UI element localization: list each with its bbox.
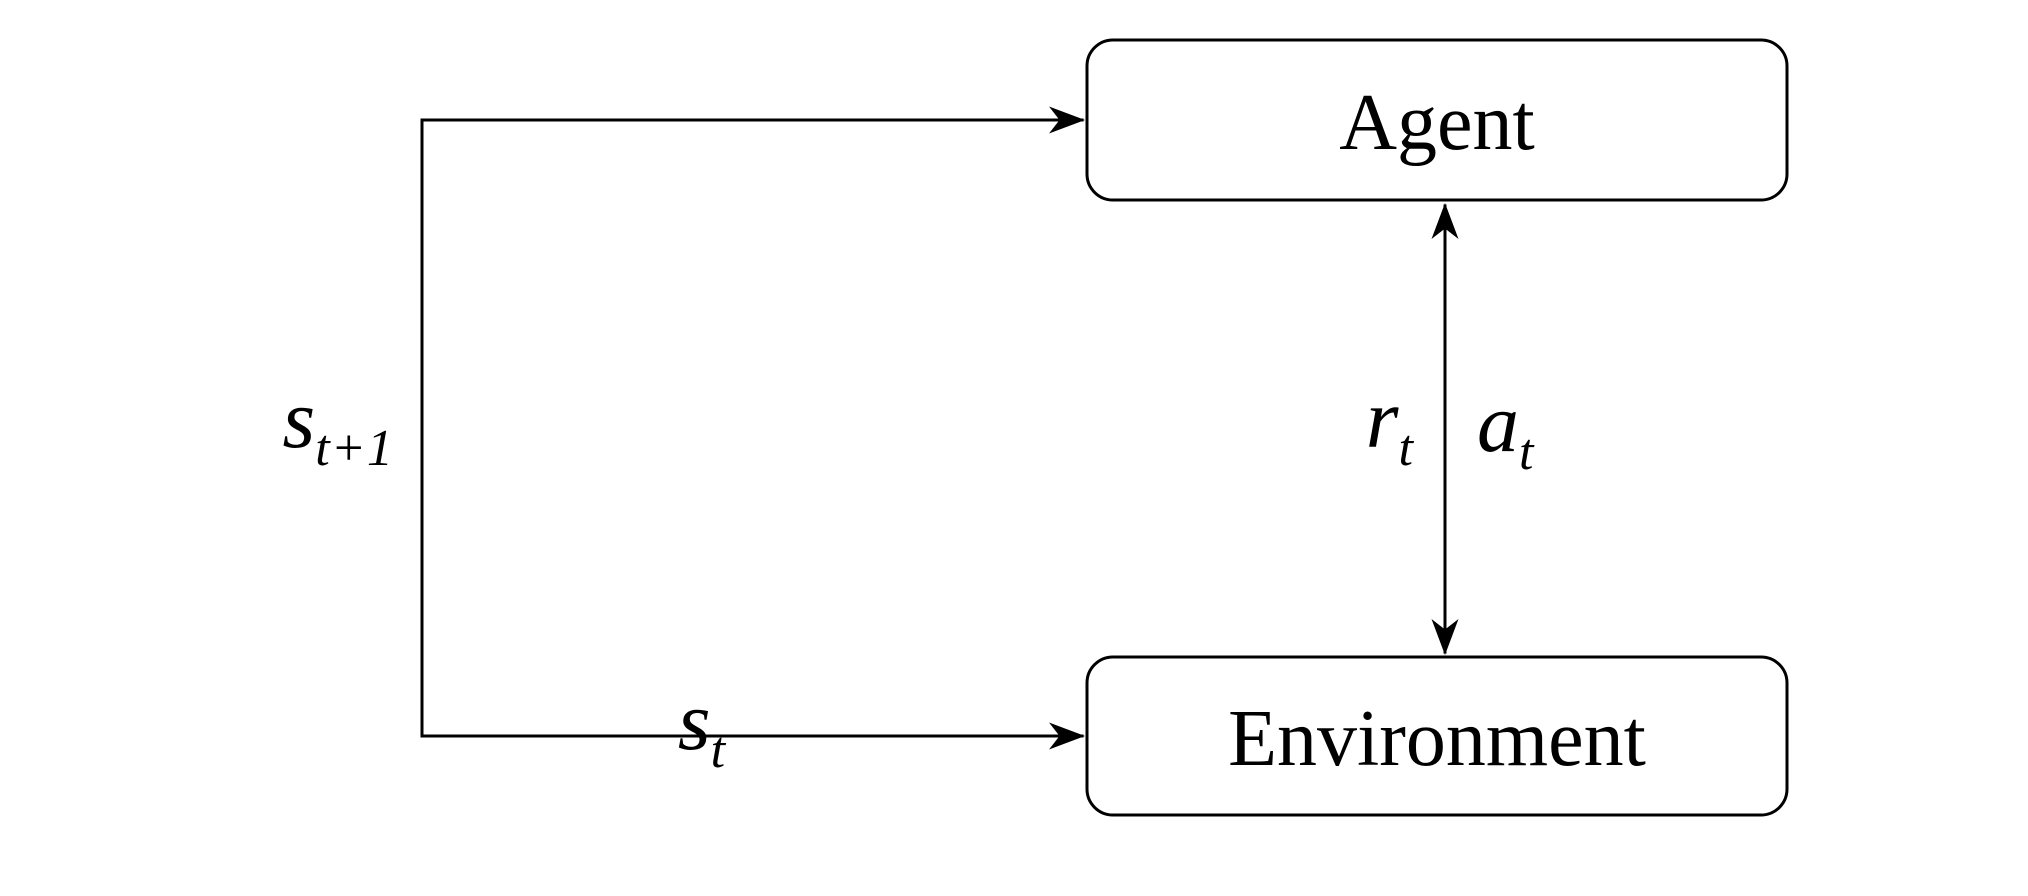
environment-label: Environment xyxy=(1228,695,1646,783)
environment-box xyxy=(1085,655,1789,817)
state-sub: t xyxy=(710,721,727,779)
state-label: st xyxy=(678,680,726,777)
agent-label: Agent xyxy=(1339,79,1535,167)
state-loop-to-agent-arrow xyxy=(420,106,1085,738)
action-label: at xyxy=(1477,382,1535,479)
action-sub: t xyxy=(1519,423,1535,481)
state-base: s xyxy=(677,675,711,768)
reward-label: rt xyxy=(1366,378,1414,475)
action-base: a xyxy=(1477,377,1519,470)
next-state-label: st+1 xyxy=(283,378,394,475)
next-state-base: s xyxy=(282,373,316,466)
next-state-sub: t+1 xyxy=(315,419,394,477)
reward-sub: t xyxy=(1398,419,1414,477)
agent-box xyxy=(1085,38,1789,202)
reward-base: r xyxy=(1365,373,1399,466)
